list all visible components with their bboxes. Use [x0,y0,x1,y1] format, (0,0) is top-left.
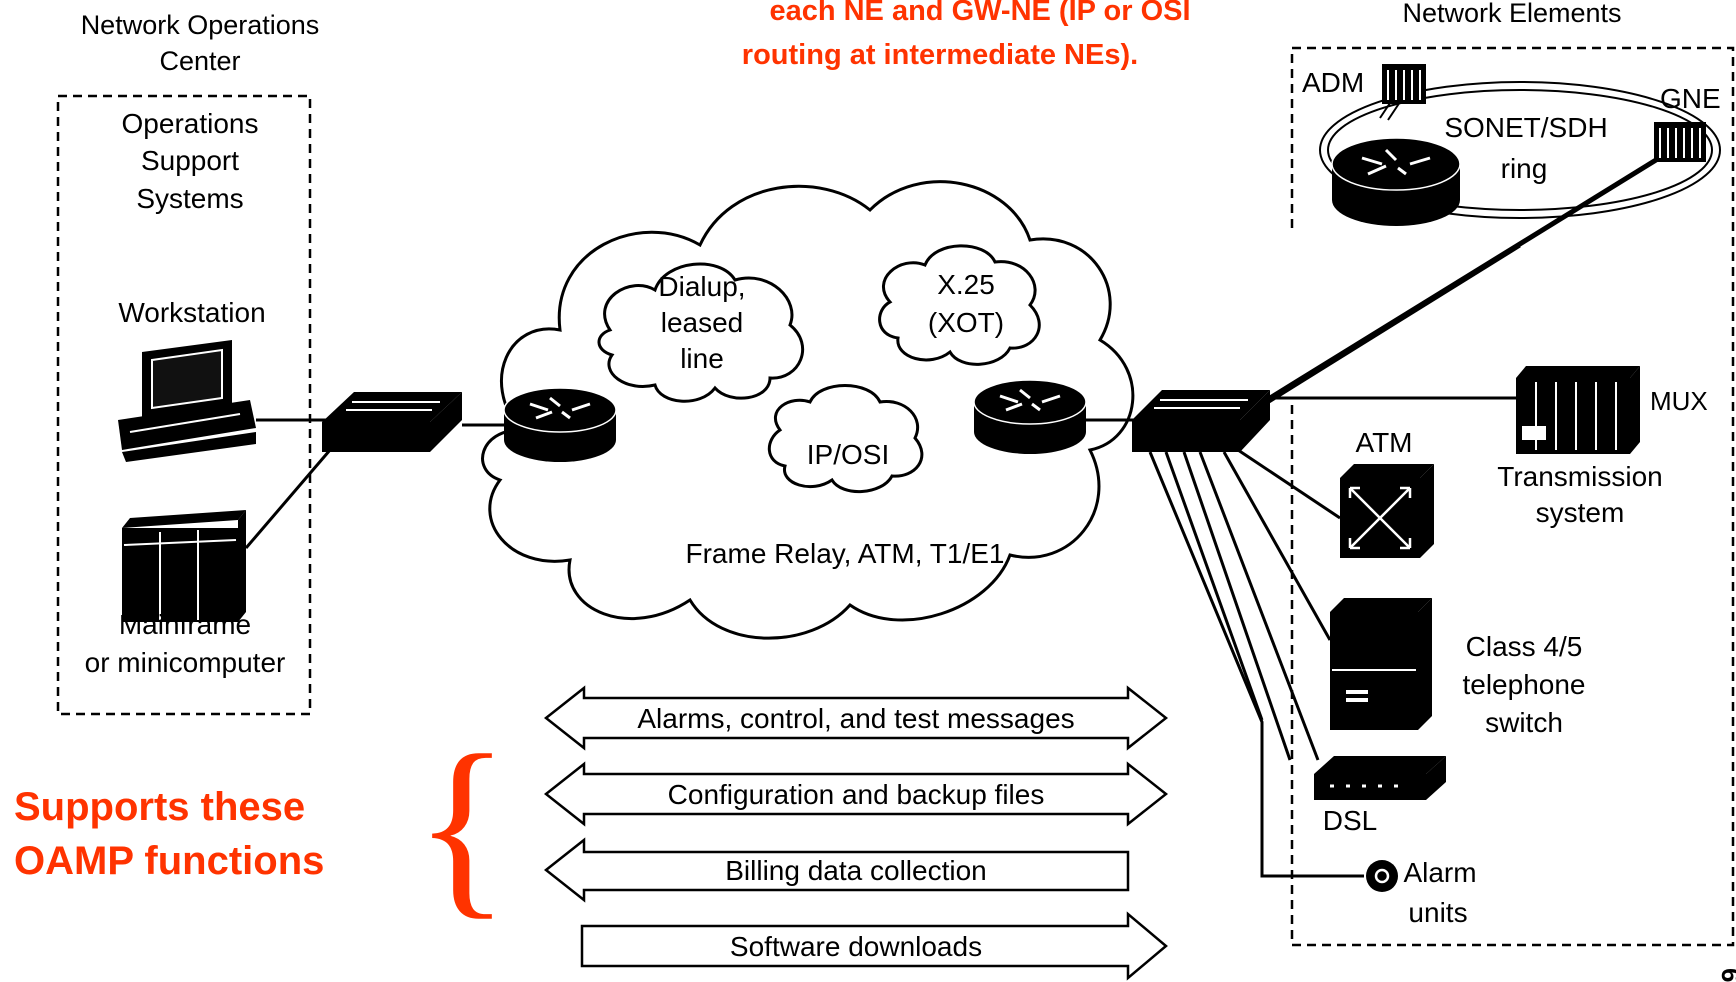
switch-line3: switch [1485,707,1563,738]
noc-box [56,94,312,716]
x25-line1: X.25 [937,269,995,300]
switch-line2: telephone [1462,669,1585,700]
alarm-line1: Alarm [1403,857,1476,888]
ring-line1: SONET/SDH [1444,112,1607,143]
arrow4-label: Software downloads [730,931,982,962]
atm-label: ATM [1355,427,1412,458]
supports-line2: OAMP functions [14,839,324,883]
transport-label: Frame Relay, ATM, T1/E1 [686,538,1005,569]
page-number: 60 [1716,968,1736,982]
transmission-line2: system [1536,497,1625,528]
ring-line2: ring [1501,153,1548,184]
callout-line1: each NE and GW-NE (IP or OSI [769,0,1190,27]
sonet-ring-inner [1327,89,1713,211]
alarm-link-a [1164,451,1264,721]
noc-title-line2: Center [159,46,240,76]
arrow3-label: Billing data collection [725,855,987,886]
dsl-link-2 [1182,451,1292,761]
ne-title: Network Elements [1402,0,1621,28]
alarm-link [1148,451,1364,878]
left-router-icon [503,387,617,462]
telephone-switch-icon [1330,598,1432,730]
oss-line2: Support [141,145,239,176]
ring-router-icon [1331,137,1461,226]
adm-label: ADM [1302,67,1364,98]
iposi-label: IP/OSI [807,439,889,470]
supports-brace: { [414,715,510,936]
x25-cloud [878,244,1041,366]
adm-router-link [1379,99,1401,121]
oss-line3: Systems [136,183,243,214]
arrow2-label: Configuration and backup files [668,779,1045,810]
callout-line2: routing at intermediate NEs). [742,39,1138,71]
dialup-line3: line [680,343,724,374]
transmission-line1: Transmission [1497,461,1662,492]
dialup-line2: leased [661,307,744,338]
switch-line1: Class 4/5 [1466,631,1583,662]
dialup-line1: Dialup, [658,271,745,302]
atm-link [1237,448,1341,520]
billing-arrow: Billing data collection [543,837,1130,903]
left-switch-icon [322,392,462,452]
workstation-label: Workstation [118,297,265,328]
gne-uplink [1268,157,1658,401]
sonet-ring-outer [1319,81,1721,219]
alarm-line2: units [1408,897,1467,928]
wan-cloud [481,180,1135,640]
arrow1-label: Alarms, control, and test messages [637,703,1074,734]
mux-icon [1516,366,1640,454]
alarms-arrow: Alarms, control, and test messages [543,685,1169,751]
right-switch-icon [1132,390,1270,452]
workstation-icon [118,340,256,462]
alarm-unit-icon [1366,860,1398,892]
dsl-modem-icon [1314,756,1446,800]
mainframe-icon [122,510,246,622]
oss-line1: Operations [122,108,259,139]
mainframe-line1: Mainframe [119,609,251,640]
iposi-cloud [767,384,924,493]
x25-line2: (XOT) [928,307,1004,338]
software-arrow: Software downloads [580,911,1168,981]
gne-uplink-shadow [1255,244,1521,412]
mainframe-line2: or minicomputer [85,647,286,678]
ne-box [1290,46,1735,947]
switch-link [1222,451,1332,641]
mainframe-link [244,449,332,549]
noc-title-line1: Network Operations [81,10,320,40]
atm-switch-icon [1340,464,1434,558]
supports-line1: Supports these [14,785,305,829]
gne-icon [1654,122,1706,162]
mux-label: MUX [1650,386,1708,416]
gne-label: GNE [1660,83,1721,114]
dsl-label: DSL [1323,805,1377,836]
config-arrow: Configuration and backup files [543,761,1169,827]
dialup-cloud [597,262,805,403]
dsl-link [1198,451,1320,761]
adm-icon [1382,64,1426,104]
right-router-icon [973,379,1087,454]
